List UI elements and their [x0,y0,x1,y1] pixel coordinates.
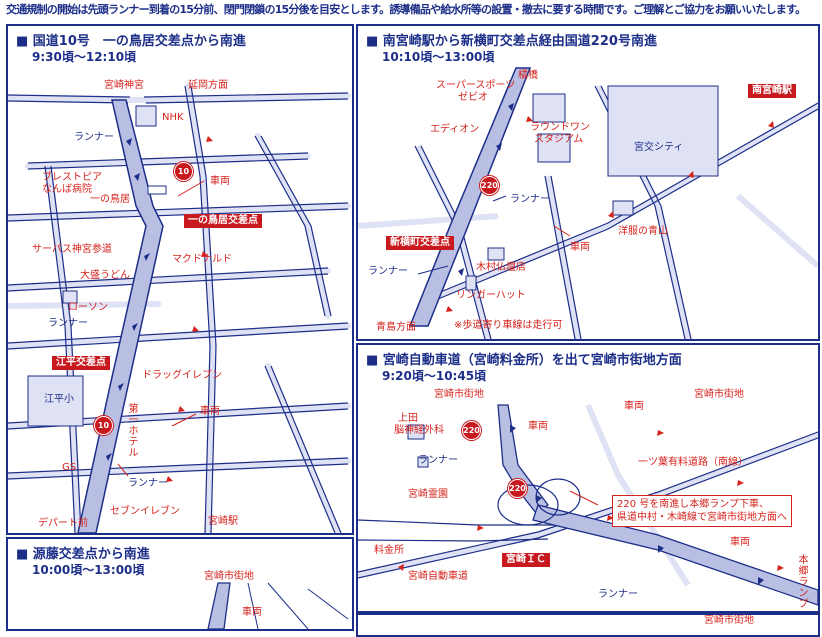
label-kimura: 木村仏壇店 [476,262,526,273]
label-round1: ラウンドワン [530,122,590,133]
panel-expressway-time: 9:20頃～10:45頃 [382,369,487,383]
label-shigaichi-top: 宮崎市街地 [434,389,484,400]
map-route10 [8,83,351,533]
panel-route10-time: 9:30頃～12:10頃 [32,50,137,64]
route-220-sign: 220 [480,176,499,195]
label-miyako-city: 宮交シティ [634,142,684,153]
panel-minamimiyazaki: ■ 南宮崎駅から新横町交差点経由国道220号南進 10:10頃～13:00頃 ス… [356,24,820,341]
label-runner-2: ランナー [48,318,88,329]
label-seven-eleven: セブンイレブン [110,506,180,517]
route-220-sign-2: 220 [462,421,481,440]
label-shinyoko-intersection: 新横町交差点 [386,236,454,250]
label-gento-shigaichi: 宮崎市街地 [204,571,254,582]
label-surpass: サーパス神宮参道 [32,244,112,255]
label-zebio: ゼビオ [458,92,488,103]
label-sharyo-1: 車両 [210,176,230,187]
map-minamimiyazaki [358,67,818,339]
label-runner-1: ランナー [74,132,114,143]
label-sharyo-3: 車両 [570,242,590,253]
label-hongo-ramp: 本郷ランプ [798,555,809,610]
panel-expressway-title: ■ 宮崎自動車道（宮崎料金所）を出て宮崎市街地方面 [366,353,682,368]
map-expressway [358,403,818,606]
label-yofuku-aoyama: 洋服の青山 [618,226,668,237]
label-namba: なんば病院 [42,184,92,195]
label-noshinkei: 脳神経外科 [394,425,444,436]
label-mcdonald: マクドナルド [172,254,232,265]
label-aeon: エディオン [430,124,480,135]
label-nobeoka: 延岡方面 [188,80,228,91]
label-runner-7: ランナー [598,589,638,600]
panel-gento-title: ■ 源藤交差点から南進 [16,547,150,562]
note-line-1: 220 号を南進し本郷ランプ下車、 [617,499,769,510]
label-miyazaki-station: 宮崎駅 [208,516,238,527]
panel-minamimiyazaki-title: ■ 南宮崎駅から新横町交差点経由国道220号南進 [366,34,657,49]
label-depart: デパート前 [38,518,88,529]
label-shigaichi-right: 宮崎市街地 [694,389,744,400]
label-sharyo-a: 車両 [528,421,548,432]
route-10-sign-2: 10 [94,416,113,435]
label-lawson: ローソン [68,302,108,313]
label-hitotsuba: 一ツ葉有料道路（南線） [638,457,748,468]
label-sharyo-c: 車両 [730,537,750,548]
panel-route10: ■ 国道10号 一の鳥居交差点から南進 9:30頃～12:10頃 宮崎神宮 延岡… [6,24,354,535]
label-daiichi-hotel: 第一ホテル [128,404,139,459]
note-box: 220 号を南進し本郷ランプ下車、 県道中村・木崎線で宮崎市街地方面へ [612,495,792,527]
label-gs: GS [62,462,77,473]
label-expressway: 宮崎自動車道 [408,571,468,582]
panel-expressway: ■ 宮崎自動車道（宮崎料金所）を出て宮崎市街地方面 9:20頃～10:45頃 上… [356,343,820,613]
label-yokobashi: 橘橋 [518,70,538,81]
label-drug-eleven: ドラッグイレブン [142,370,222,381]
panel-route10-title: ■ 国道10号 一の鳥居交差点から南進 [16,34,246,49]
label-miyazaki-ic: 宮崎ＩＣ [502,553,550,567]
label-stadium: スタジアム [534,134,584,145]
route-220-sign-3: 220 [508,479,527,498]
label-ueda: 上田 [398,413,418,424]
label-reien: 宮崎霊園 [408,489,448,500]
label-minamimiyazaki-station: 南宮崎駅 [748,84,796,98]
label-ichinotorii-intersection: 一の鳥居交差点 [184,214,262,228]
label-runner-5: ランナー [368,266,408,277]
label-sharyo-b: 車両 [624,401,644,412]
label-udon: 大盛うどん [80,270,130,281]
label-ringer: リンガーハット [456,290,526,301]
label-ryokin: 料金所 [374,545,404,556]
label-superports: スーパースポーツ [436,80,516,91]
panel-bottom-right: 宮崎市街地 [356,613,820,637]
label-runner-4: ランナー [510,194,550,205]
route-10-sign-1: 10 [174,162,193,181]
panel-minamimiyazaki-time: 10:10頃～13:00頃 [382,50,495,64]
panel-gento-time: 10:00頃～13:00頃 [32,563,145,577]
label-ehira-intersection: 江平交差点 [52,356,110,370]
note-line-2: 県道中村・木崎線で宮崎市街地方面へ [617,512,787,523]
label-runner-6: ランナー [418,455,458,466]
label-nhk: NHK [162,112,184,123]
label-sidewalk-note: ※歩道寄り車線は走行可 [454,320,563,331]
label-bottom-shigaichi: 宮崎市街地 [704,615,754,626]
label-ehira-school: 江平小 [44,394,74,405]
notice-text: 交通規制の開始は先頭ランナー到着の15分前、閉門閉鎖の15分後を目安とします。誘… [6,3,806,16]
panel-gento: ■ 源藤交差点から南進 10:00頃～13:00頃 宮崎市街地 車両 [6,537,354,631]
label-breastpia: ブレストピア [42,172,102,183]
label-gento-sharyo: 車両 [242,607,262,618]
label-sharyo-2: 車両 [200,406,220,417]
label-aoshima: 青島方面 [376,322,416,333]
label-runner-3: ランナー [128,478,168,489]
label-ichinotorii: 一の鳥居 [90,194,130,205]
label-miyazaki-jingu: 宮崎神宮 [104,80,144,91]
